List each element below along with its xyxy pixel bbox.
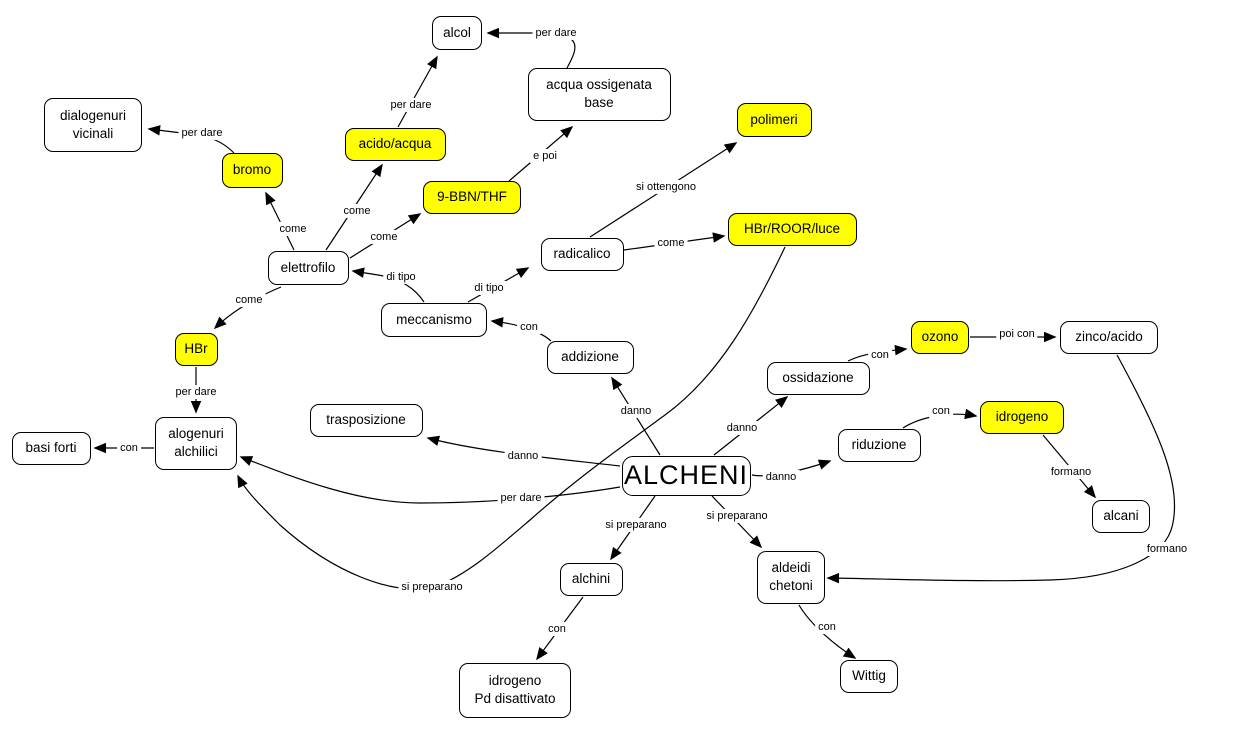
node-idrogeno-pd-disattivato[interactable]: idrogeno Pd disattivato [459,662,571,718]
edge-label-addizione--meccanismo[interactable]: con [517,319,541,335]
edge-label-ozono--zinco-acido[interactable]: poi con [996,326,1038,342]
node-idrogeno[interactable]: idrogeno [980,400,1064,434]
node-acqua-ossigenata-base[interactable]: acqua ossigenata base [527,67,671,121]
node-ossidazione[interactable]: ossidazione [766,361,870,395]
edge-label-hbr--alogenuri-alchilici[interactable]: per dare [172,384,220,400]
edge-zinco-acido--aldeidi-chetoni [826,354,1176,584]
edge-alcheni--alogenuri-alchilici [239,456,621,504]
edge-label-hbr-roor-luce--alogenuri-alchilici[interactable]: si preparano [398,579,466,595]
edge-label-riduzione--idrogeno[interactable]: con [929,403,953,419]
edge-label-acqua-ossigenata-base--alcol[interactable]: per dare [532,25,580,41]
node-zinco-acido[interactable]: zinco/acido [1060,320,1158,354]
edge-label-meccanismo--radicalico[interactable]: di tipo [471,280,507,296]
node-wittig[interactable]: Wittig [840,659,898,693]
edge-label-elettrofilo--bromo[interactable]: come [276,221,310,237]
edge-label-zinco-acido--aldeidi-chetoni[interactable]: formano [1143,541,1191,557]
edge-label-elettrofilo--acido-acqua[interactable]: come [340,203,374,219]
edge-label-aldeidi-chetoni--wittig[interactable]: con [815,619,839,635]
edge-label-ossidazione--ozono[interactable]: con [868,347,892,363]
node-dialogenuri-vicinali[interactable]: dialogenuri vicinali [44,98,142,152]
edge-label-alcheni--alogenuri-alchilici[interactable]: per dare [497,490,545,506]
node-aldeidi-chetoni[interactable]: aldeidi chetoni [757,550,825,604]
node-alogenuri-alchilici[interactable]: alogenuri alchilici [155,416,237,470]
node-riduzione[interactable]: riduzione [837,428,921,462]
edge-label-elettrofilo--hbr[interactable]: come [232,292,266,308]
edge-label-alcheni--trasposizione[interactable]: danno [504,448,542,464]
edge-acido-acqua--alcol [397,55,438,128]
edge-label-alcheni--ossidazione[interactable]: danno [723,420,761,436]
edge-label-elettrofilo--9-bbn-thf[interactable]: come [367,229,401,245]
edge-label-radicalico--polimeri[interactable]: si ottengono [633,179,699,195]
edge-label-alcheni--riduzione[interactable]: danno [762,469,800,485]
node-alcheni[interactable]: ALCHENI [621,456,751,496]
edge-hbr-roor-luce--alogenuri-alchilici [237,246,786,590]
edge-label-alcheni--addizione[interactable]: danno [617,403,655,419]
node-alcani[interactable]: alcani [1092,499,1150,533]
node-polimeri[interactable]: polimeri [736,103,812,137]
node-elettrofilo[interactable]: elettrofilo [267,251,349,285]
edge-label-bromo--dialogenuri-vicinali[interactable]: per dare [178,125,226,141]
node-radicalico[interactable]: radicalico [540,237,624,271]
node-hbr[interactable]: HBr [174,332,218,366]
edge-label-meccanismo--elettrofilo[interactable]: di tipo [383,269,419,285]
node-hbr-roor-luce[interactable]: HBr/ROOR/luce [727,212,857,246]
edge-label-radicalico--hbr-roor-luce[interactable]: come [654,235,688,251]
node-trasposizione[interactable]: trasposizione [309,403,423,437]
edge-label-alcheni--alchini[interactable]: si preparano [602,517,670,533]
node-meccanismo[interactable]: meccanismo [381,303,487,337]
node-9-bbn-thf[interactable]: 9-BBN/THF [423,180,521,214]
edge-label-9-bbn-thf--acqua-ossigenata-base[interactable]: e poi [530,148,560,164]
node-alchini[interactable]: alchini [559,562,623,596]
node-alcol[interactable]: alcol [432,16,482,50]
edge-label-acido-acqua--alcol[interactable]: per dare [387,97,435,113]
edge-elettrofilo--bromo [265,191,295,251]
node-bromo[interactable]: bromo [221,152,283,188]
node-addizione[interactable]: addizione [546,340,634,374]
edge-label-alchini--idrogeno-pd-disattivato[interactable]: con [545,621,569,637]
edge-label-alcheni--aldeidi-chetoni[interactable]: si preparano [703,508,771,524]
node-ozono[interactable]: ozono [911,320,969,354]
node-acido-acqua[interactable]: acido/acqua [344,127,446,161]
edge-label-alogenuri-alchilici--basi-forti[interactable]: con [117,440,141,456]
edge-label-idrogeno--alcani[interactable]: formano [1047,464,1095,480]
node-basi-forti[interactable]: basi forti [11,431,91,465]
